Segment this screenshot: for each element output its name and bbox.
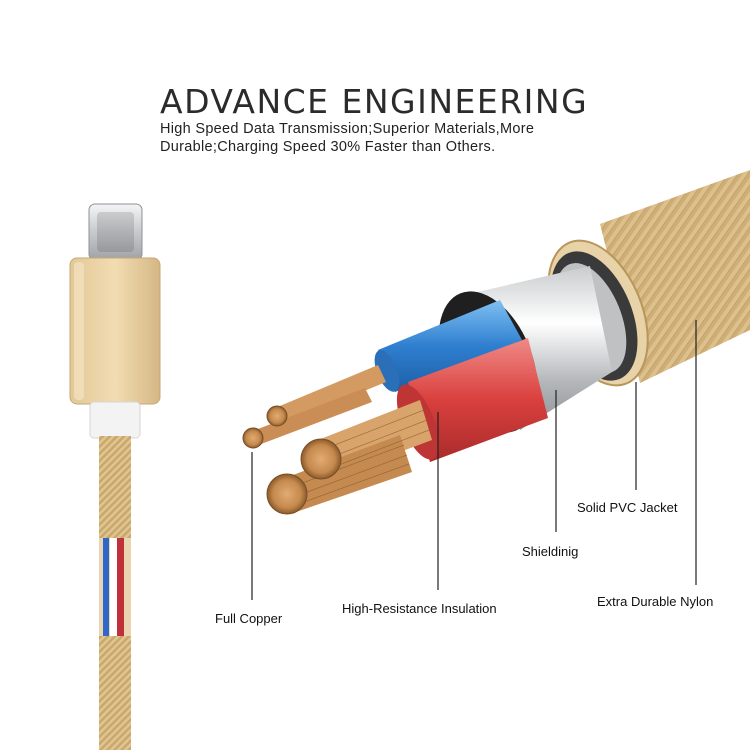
page-title: ADVANCE ENGINEERING	[160, 82, 589, 121]
label-insulation: High-Resistance Insulation	[342, 601, 497, 616]
braided-cable-left	[99, 436, 131, 750]
page-subtitle: High Speed Data Transmission;Superior Ma…	[160, 121, 535, 155]
label-nylon: Extra Durable Nylon	[597, 594, 714, 609]
label-full-copper: Full Copper	[215, 611, 283, 626]
blue-wire	[374, 300, 522, 392]
usb-c-connector	[69, 203, 161, 439]
label-pvc-jacket: Solid PVC Jacket	[577, 500, 678, 515]
label-shielding: Shieldinig	[522, 544, 579, 559]
copper-strands	[242, 365, 432, 515]
